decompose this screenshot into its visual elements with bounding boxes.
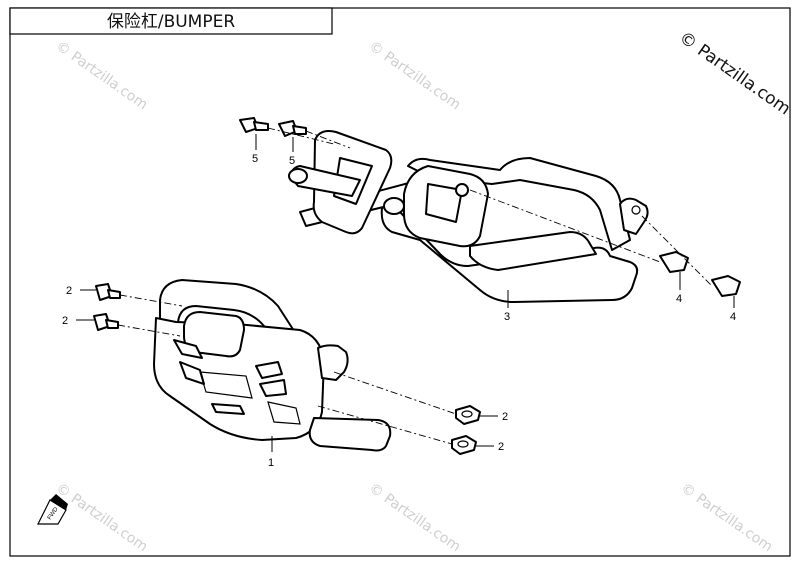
callout-5a: 5 <box>252 153 258 165</box>
callout-2c: 2 <box>502 411 508 423</box>
callout-4b: 4 <box>730 311 736 323</box>
watermark-3: © Partzilla.com <box>53 480 151 555</box>
callout-2a: 2 <box>66 285 72 297</box>
bolt-part-5a <box>239 117 269 133</box>
bolt-part-2b <box>93 313 119 331</box>
page-title: 保险杠/BUMPER <box>107 12 235 32</box>
assembly-centerlines <box>117 127 713 445</box>
bolt-part-5b <box>278 120 307 137</box>
callouts: 5 5 2 2 2 2 3 4 4 1 <box>62 134 736 469</box>
diagram-border <box>9 7 791 557</box>
bolt-part-4a <box>659 251 689 273</box>
callout-1: 1 <box>268 457 274 469</box>
rear-bumper-part-3 <box>288 130 649 303</box>
bolt-part-2a <box>95 283 121 301</box>
callout-5b: 5 <box>289 155 295 167</box>
nut-part-2c <box>455 405 481 425</box>
watermark-1: © Partzilla.com <box>53 38 151 113</box>
watermark-2: © Partzilla.com <box>366 38 464 113</box>
callout-2d: 2 <box>498 441 504 453</box>
callout-2b: 2 <box>62 315 68 327</box>
bolt-part-4b <box>711 275 741 297</box>
watermark-5: © Partzilla.com <box>678 480 776 555</box>
callout-4a: 4 <box>676 293 682 305</box>
corner-watermark: © Partzilla.com <box>675 28 794 120</box>
title-box <box>9 7 333 35</box>
nut-part-2d <box>451 435 477 455</box>
front-bumper-part-1 <box>153 279 392 452</box>
callout-3: 3 <box>504 311 510 323</box>
forward-arrow-icon: FWD <box>37 494 68 525</box>
watermark-4: © Partzilla.com <box>366 480 464 555</box>
